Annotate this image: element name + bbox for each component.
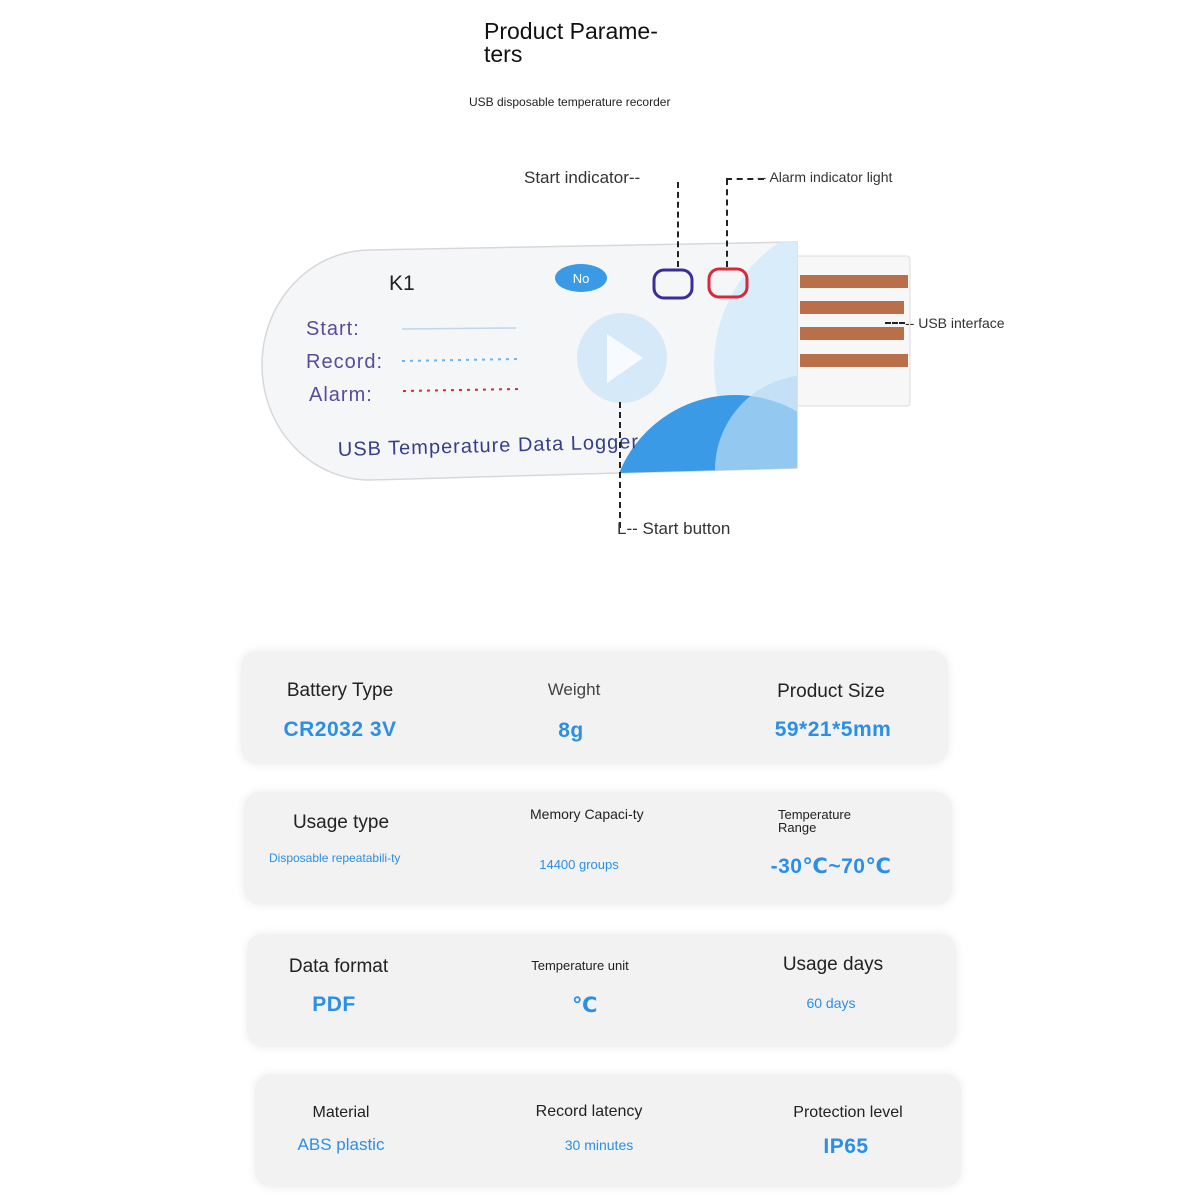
start-button-leader — [619, 402, 621, 528]
usb-contact — [800, 301, 904, 314]
alarm-indicator-callout: -- Alarm indicator light — [757, 169, 893, 185]
usage-type-value: Disposable repeatabili-ty — [269, 851, 401, 865]
data-format-label: Data format — [288, 956, 389, 977]
usage-days-value: 60 days — [806, 995, 856, 1011]
temperature-range-value: -30℃~70℃ — [770, 855, 892, 878]
device-model: K1 — [389, 272, 415, 295]
temperature-unit-label: Temperature unit — [531, 958, 629, 973]
spec-card-3 — [247, 934, 956, 1047]
protection-level-value: IP65 — [823, 1135, 869, 1158]
alarm-indicator-leader-h — [726, 178, 764, 180]
product-size-label: Product Size — [777, 681, 885, 702]
alarm-indicator-light — [707, 267, 749, 299]
memory-capacity-value: 14400 groups — [539, 857, 619, 872]
start-button-callout: L-- Start button — [617, 519, 731, 538]
badge-text: No — [573, 271, 590, 286]
page-title: Product Parame- ters — [484, 20, 694, 66]
temperature-unit-value: ℃ — [572, 994, 598, 1017]
usb-interface-leader — [885, 322, 905, 324]
page-title-line-1: Product Parame- — [484, 18, 658, 44]
device-alarm-label: Alarm: — [309, 384, 373, 406]
spec-card-2 — [244, 792, 952, 905]
start-button-graphic — [577, 313, 667, 403]
alarm-line — [402, 388, 520, 392]
page-title-line-2: ters — [484, 41, 523, 67]
protection-level-label: Protection level — [793, 1104, 903, 1121]
battery-type-label: Battery Type — [286, 680, 394, 701]
usb-contact — [800, 354, 908, 367]
usb-plug — [789, 255, 911, 407]
product-size-value: 59*21*5mm — [774, 718, 892, 741]
usb-contact — [800, 327, 904, 340]
temperature-range-label: Temperature Range — [778, 807, 851, 835]
start-indicator-callout: Start indicator-- — [524, 168, 641, 187]
badge: No — [555, 264, 607, 292]
device-record-label: Record: — [306, 351, 383, 373]
weight-label: Weight — [547, 680, 601, 699]
weight-value: 8g — [558, 719, 584, 742]
device-start-label: Start: — [306, 318, 360, 340]
record-line — [401, 358, 519, 362]
data-format-value: PDF — [312, 993, 356, 1016]
spec-card-1 — [241, 651, 948, 764]
record-latency-value: 30 minutes — [564, 1137, 634, 1153]
battery-type-value: CR2032 3V — [283, 718, 397, 741]
record-latency-label: Record latency — [535, 1103, 643, 1120]
alarm-indicator-leader — [726, 179, 728, 267]
usb-contact — [800, 275, 908, 288]
material-label: Material — [312, 1104, 370, 1121]
usage-days-label: Usage days — [782, 954, 884, 975]
memory-capacity-label: Memory Capaci-ty — [530, 806, 644, 822]
start-indicator-light — [652, 268, 694, 300]
spec-card-4 — [255, 1074, 961, 1187]
material-value: ABS plastic — [297, 1135, 385, 1154]
device-illustration: No K1 Start: Record: Alarm: USB Temperat… — [261, 241, 911, 481]
start-indicator-leader — [677, 182, 679, 267]
device-body — [261, 241, 798, 481]
start-line — [401, 327, 517, 330]
usage-type-label: Usage type — [292, 812, 390, 833]
page-subtitle: USB disposable temperature recorder — [469, 95, 671, 109]
usb-interface-callout: -- USB interface — [905, 315, 1005, 331]
